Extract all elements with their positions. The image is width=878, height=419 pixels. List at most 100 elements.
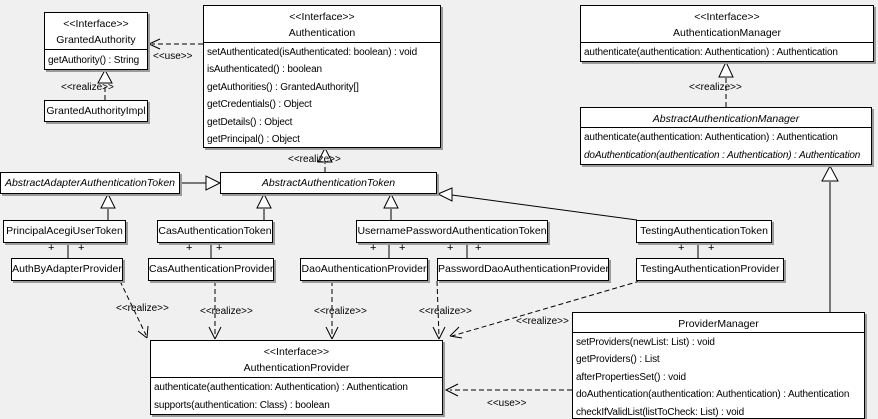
class-name: DaoAuthenticationProvider bbox=[301, 263, 427, 275]
association-plus-mark: + bbox=[399, 242, 406, 254]
method-label: authenticate(authentication: Authenticat… bbox=[584, 132, 838, 143]
realize-edge-testingprovider-to-authenticationprovider bbox=[449, 280, 641, 339]
class-granted-authority[interactable]: <<Interface>> GrantedAuthority getAuthor… bbox=[44, 12, 148, 70]
method-label: supports(authentication: Class) : boolea… bbox=[154, 400, 330, 412]
class-username-password-authentication-token[interactable]: UsernamePasswordAuthenticationToken bbox=[356, 220, 548, 243]
class-abstract-authentication-token[interactable]: AbstractAuthenticationToken bbox=[220, 172, 437, 194]
use-label: <<use>> bbox=[153, 51, 193, 62]
method-label: setAuthenticated(isAuthenticated: boolea… bbox=[207, 47, 418, 58]
method-label: getAuthority() : String bbox=[48, 55, 140, 66]
class-principal-acegi-user-token[interactable]: PrincipalAcegiUserToken bbox=[3, 220, 126, 243]
realize-edge-grantedauthorityimpl-to-grantedauthority bbox=[97, 68, 113, 100]
method-label: checkIfValidList(listToCheck: List) : vo… bbox=[576, 406, 745, 418]
association-plus-mark: + bbox=[216, 242, 223, 254]
realize-label: <<realize>> bbox=[314, 306, 367, 317]
method-label: isAuthenticated() : boolean bbox=[207, 64, 322, 76]
association-plus-mark: + bbox=[186, 242, 193, 254]
method-label: doAuthentication(authentication: Authent… bbox=[576, 389, 850, 401]
class-name: AbstractAuthenticationManager bbox=[652, 113, 800, 125]
class-name: AuthByAdapterProvider bbox=[12, 263, 122, 275]
class-dao-authentication-provider[interactable]: DaoAuthenticationProvider bbox=[300, 258, 428, 281]
generalization-edge-testingtoken-to-abstracttoken bbox=[436, 187, 638, 221]
stereotype-label: <<Interface>> bbox=[289, 11, 355, 23]
class-cas-authentication-provider[interactable]: CasAuthenticationProvider bbox=[148, 258, 274, 281]
use-edge-providermanager-to-authenticationprovider bbox=[444, 383, 572, 397]
class-name: AuthenticationManager bbox=[673, 27, 781, 39]
method-label: getCredentials() : Object bbox=[207, 99, 312, 111]
realize-label: <<realize>> bbox=[689, 82, 742, 93]
stereotype-label: <<Interface>> bbox=[263, 346, 330, 358]
class-name: GrantedAuthority bbox=[56, 34, 136, 46]
method-label: authenticate(authentication: Authenticat… bbox=[584, 47, 838, 58]
association-plus-mark: + bbox=[447, 242, 454, 254]
association-plus-mark: + bbox=[708, 242, 715, 254]
realize-label: <<realize>> bbox=[288, 154, 341, 165]
class-header: ProviderManager bbox=[573, 313, 864, 333]
class-authentication-provider[interactable]: <<Interface>> AuthenticationProvider aut… bbox=[150, 340, 443, 415]
generalization-edge-principaltoken-to-abstractadaptertoken bbox=[100, 192, 116, 220]
association-plus-mark: + bbox=[78, 242, 85, 254]
generalization-edge-usernamepasswordtoken-to-abstracttoken bbox=[383, 192, 399, 220]
realize-label: <<realize>> bbox=[419, 306, 472, 317]
class-password-dao-authentication-provider[interactable]: PasswordDaoAuthenticationProvider bbox=[437, 258, 609, 281]
realize-edge-casprovider-to-authenticationprovider bbox=[208, 281, 222, 340]
generalization-edge-abstractadaptertoken-to-abstracttoken bbox=[180, 175, 222, 191]
class-name: CasAuthenticationToken bbox=[158, 225, 272, 237]
class-abstract-authentication-manager[interactable]: AbstractAuthenticationManager authentica… bbox=[580, 107, 872, 165]
class-name: AbstractAuthenticationToken bbox=[261, 177, 396, 189]
method-label: afterPropertiesSet() : void bbox=[576, 371, 686, 383]
class-testing-authentication-token[interactable]: TestingAuthenticationToken bbox=[636, 220, 772, 243]
realize-edge-passworddaoprovider-to-authenticationprovider bbox=[432, 280, 446, 340]
class-header: <<Interface>> AuthenticationManager bbox=[581, 6, 873, 43]
class-provider-manager[interactable]: ProviderManager setProviders(newList: Li… bbox=[572, 312, 865, 419]
use-label: <<use>> bbox=[487, 398, 527, 409]
method-label: getAuthorities() : GrantedAuthority[] bbox=[207, 81, 359, 93]
class-authentication[interactable]: <<Interface>> Authentication setAuthenti… bbox=[203, 5, 441, 148]
generalization-edge-providermanager-to-abstractauthenticationmanager bbox=[821, 164, 839, 312]
realize-label: <<realize>> bbox=[61, 82, 114, 93]
class-authentication-manager[interactable]: <<Interface>> AuthenticationManager auth… bbox=[580, 5, 874, 62]
method-label: authenticate(authentication: Authenticat… bbox=[154, 382, 408, 393]
class-granted-authority-impl[interactable]: GrantedAuthorityImpl bbox=[44, 100, 148, 122]
class-header: <<Interface>> Authentication bbox=[204, 6, 440, 43]
class-cas-authentication-token[interactable]: CasAuthenticationToken bbox=[157, 220, 273, 243]
generalization-edge-castoken-to-abstracttoken bbox=[256, 192, 272, 220]
realize-edge-authbyadapterprovider-to-authenticationprovider bbox=[119, 280, 149, 339]
method-label: setProviders(newList: List) : void bbox=[576, 337, 715, 348]
class-name: TestingAuthenticationProvider bbox=[640, 263, 780, 275]
class-header: AbstractAuthenticationManager bbox=[581, 108, 871, 128]
realize-label: <<realize>> bbox=[200, 306, 253, 317]
class-header: <<Interface>> AuthenticationProvider bbox=[151, 341, 442, 378]
stereotype-label: <<Interface>> bbox=[694, 11, 760, 23]
association-plus-mark: + bbox=[475, 242, 482, 254]
association-plus-mark: + bbox=[370, 242, 377, 254]
method-label: getProviders() : List bbox=[576, 354, 660, 366]
realize-edge-abstractauthenticationmanager-to-authenticationmanager bbox=[718, 60, 734, 107]
class-header: <<Interface>> GrantedAuthority bbox=[45, 13, 147, 50]
class-name: CasAuthenticationProvider bbox=[149, 263, 274, 275]
method-label: getDetails() : Object bbox=[207, 116, 293, 128]
class-name: PasswordDaoAuthenticationProvider bbox=[438, 263, 609, 275]
class-name: UsernamePasswordAuthenticationToken bbox=[357, 225, 547, 237]
class-name: AuthenticationProvider bbox=[243, 362, 350, 374]
realize-label: <<realize>> bbox=[516, 316, 569, 327]
method-label: doAuthentication(authentication : Authen… bbox=[584, 150, 861, 162]
association-plus-mark: + bbox=[48, 242, 55, 254]
class-name: PrincipalAcegiUserToken bbox=[6, 225, 123, 237]
class-auth-by-adapter-provider[interactable]: AuthByAdapterProvider bbox=[11, 258, 123, 281]
realize-edge-abstractauthenticationtoken-to-authentication bbox=[317, 146, 333, 172]
use-edge-authentication-to-grantedauthority bbox=[147, 38, 203, 50]
class-abstract-adapter-authentication-token[interactable]: AbstractAdapterAuthenticationToken bbox=[0, 172, 180, 194]
association-plus-mark: + bbox=[678, 242, 685, 254]
class-name: TestingAuthenticationToken bbox=[640, 225, 768, 237]
class-testing-authentication-provider[interactable]: TestingAuthenticationProvider bbox=[636, 258, 784, 281]
class-name: AbstractAdapterAuthenticationToken bbox=[4, 177, 176, 189]
realize-edge-daoprovider-to-authenticationprovider bbox=[325, 281, 339, 340]
realize-label: <<realize>> bbox=[116, 303, 169, 314]
class-name: GrantedAuthorityImpl bbox=[46, 105, 146, 117]
method-label: getPrincipal() : Object bbox=[207, 134, 300, 146]
stereotype-label: <<Interface>> bbox=[63, 18, 129, 30]
class-name: Authentication bbox=[288, 27, 356, 39]
